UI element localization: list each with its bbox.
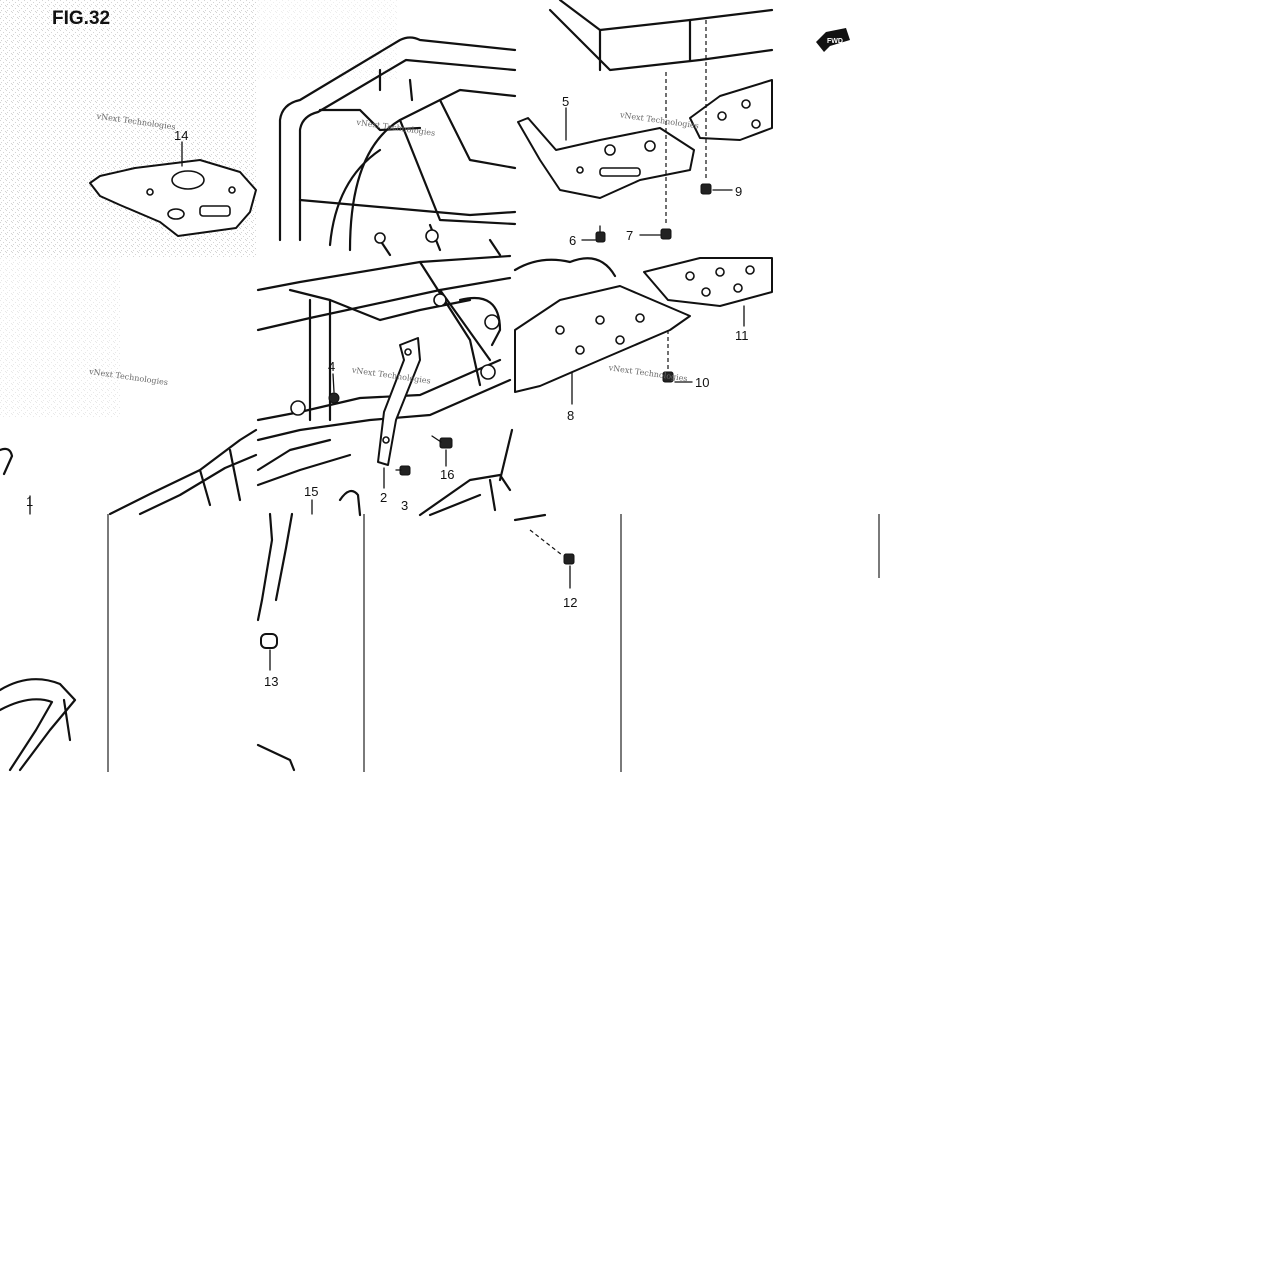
callout-10: 10 [695, 375, 709, 390]
bolt-7 [639, 228, 672, 240]
callout-5: 5 [562, 94, 569, 109]
bolt-16 [431, 435, 453, 449]
guard-plate-14 [89, 159, 257, 237]
frame-upper-right [548, 0, 774, 72]
fwd-arrow-icon: FWD [816, 28, 850, 52]
frame-bottom-left [0, 678, 77, 772]
fwd-label: FWD [827, 38, 843, 45]
callout-8: 8 [567, 408, 574, 423]
bushing-13 [260, 633, 278, 671]
bolt-9 [700, 183, 733, 195]
callout-7: 7 [626, 228, 633, 243]
callout-13: 13 [264, 674, 278, 689]
bolt-3 [395, 465, 411, 476]
callout-15: 15 [304, 484, 318, 499]
callout-11: 11 [735, 328, 749, 343]
callout-9: 9 [735, 184, 742, 199]
skid-plate-right-upper [689, 79, 773, 141]
frame-lower [256, 254, 512, 487]
figure-title: FIG.32 [52, 8, 110, 29]
callout-6: 6 [569, 233, 576, 248]
watermark: vNext Technologies [350, 365, 431, 385]
bolt-10 [662, 371, 693, 383]
callout-12: 12 [563, 595, 577, 610]
callout-1: 1 [26, 494, 33, 509]
skid-plate-5 [517, 117, 695, 199]
skid-plate-8 [513, 257, 691, 393]
callout-16: 16 [440, 467, 454, 482]
callout-3: 3 [401, 498, 408, 513]
callout-14: 14 [174, 128, 188, 143]
frame-left-lower [0, 428, 258, 516]
watermark: vNext Technologies [355, 118, 436, 138]
nut-4 [328, 392, 340, 404]
frame-upper [278, 36, 517, 257]
bolt-6 [581, 225, 606, 243]
callout-2: 2 [380, 490, 387, 505]
bracket-2 [377, 337, 421, 466]
frame-strut-15 [256, 512, 296, 772]
callout-4: 4 [328, 359, 335, 374]
watermark: vNext Technologies [607, 363, 688, 383]
bolt-12 [513, 513, 575, 589]
skid-plate-11 [643, 257, 773, 307]
